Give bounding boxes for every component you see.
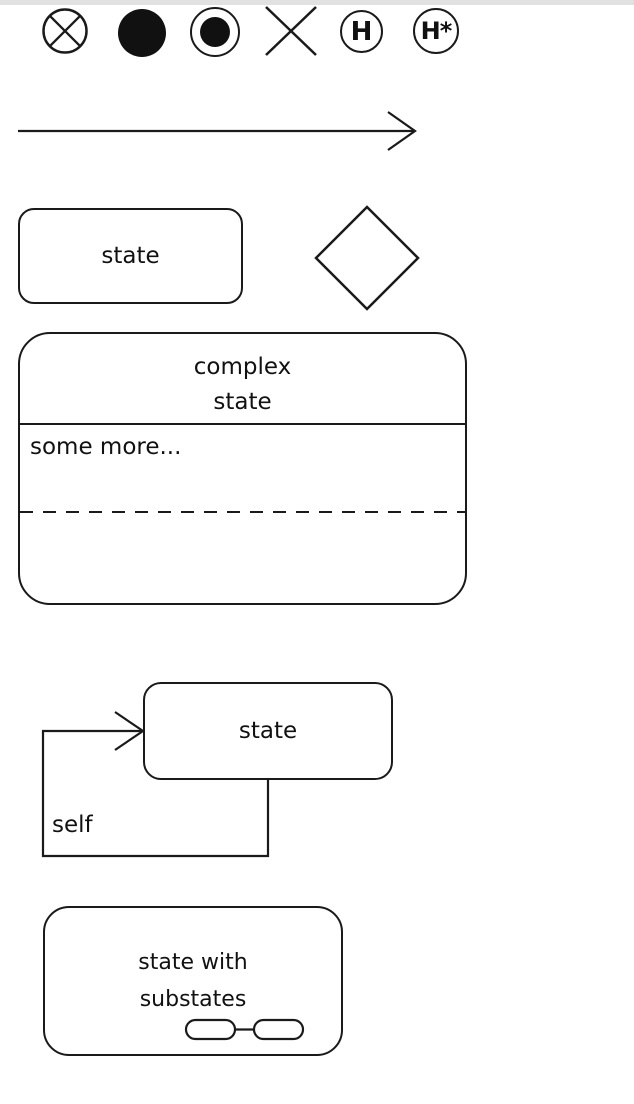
self-transition-edge-label: self <box>52 812 93 838</box>
complex-state-title: complex state <box>20 334 465 425</box>
deep-history-label: H* <box>420 17 453 45</box>
final-state-inner-dot <box>200 17 230 47</box>
substates-indicator-icon <box>184 1018 305 1041</box>
substates-state-label-line1: state with <box>138 950 248 975</box>
terminate-icon <box>265 6 317 56</box>
choice-diamond <box>314 205 420 311</box>
shallow-history-icon: H <box>340 10 383 53</box>
final-state-icon <box>190 7 240 57</box>
complex-state-dashed-divider <box>20 511 465 513</box>
complex-state-title-line2: state <box>213 389 272 415</box>
self-transition-state-label: state <box>238 718 298 744</box>
exit-point-icon <box>42 8 88 54</box>
complex-state-title-line1: complex <box>193 354 292 380</box>
deep-history-icon: H* <box>413 8 459 54</box>
simple-state-shape: state <box>18 208 243 304</box>
initial-state-icon <box>118 9 166 57</box>
shallow-history-label: H <box>350 16 373 47</box>
transition-arrow <box>18 111 417 151</box>
complex-state-shape: complex state some more... <box>18 332 467 605</box>
self-transition-state-shape: state <box>143 682 393 780</box>
top-border-bar <box>0 0 634 5</box>
simple-state-label: state <box>101 243 160 269</box>
complex-state-body-text: some more... <box>30 434 182 460</box>
substates-state-label-line2: substates <box>139 987 247 1012</box>
